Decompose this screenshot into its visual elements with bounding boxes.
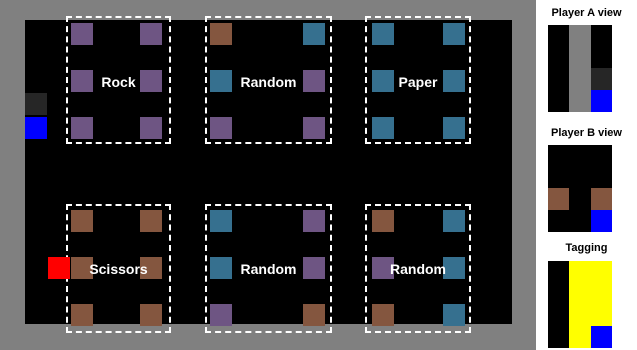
- player-a-orientation-cell: [25, 93, 47, 115]
- resource-purple: [140, 70, 162, 92]
- resource-purple: [210, 117, 232, 139]
- resource-teal: [210, 210, 232, 232]
- player-a-view: [548, 25, 612, 112]
- view-resource-brown: [591, 188, 612, 210]
- resource-brown: [303, 304, 325, 326]
- game-arena: Rock Random Paper Scissors Random Random: [0, 0, 536, 350]
- tag-beam-upper: [569, 261, 612, 283]
- resource-teal: [303, 23, 325, 45]
- player-b-avatar: [48, 257, 70, 279]
- view-dark-cell: [591, 68, 612, 90]
- view-wall-column: [569, 25, 591, 112]
- resource-teal: [210, 70, 232, 92]
- resource-brown: [372, 210, 394, 232]
- resource-teal: [443, 70, 465, 92]
- resource-teal: [443, 117, 465, 139]
- view-self-agent: [591, 326, 612, 348]
- resource-purple: [71, 23, 93, 45]
- resource-teal: [443, 210, 465, 232]
- resource-teal: [372, 70, 394, 92]
- resource-purple: [140, 117, 162, 139]
- resource-brown: [140, 210, 162, 232]
- view-self-agent: [591, 210, 612, 232]
- resource-purple: [303, 70, 325, 92]
- resource-teal: [210, 257, 232, 279]
- resource-brown: [71, 304, 93, 326]
- resource-brown: [210, 23, 232, 45]
- view-resource-brown: [548, 188, 569, 210]
- player-a-avatar: [25, 117, 47, 139]
- tagging-view-title: Tagging: [536, 242, 637, 254]
- resource-purple: [140, 23, 162, 45]
- player-b-view-title: Player B view: [536, 127, 637, 139]
- resource-purple: [71, 117, 93, 139]
- resource-purple: [303, 257, 325, 279]
- tagging-view: [548, 261, 612, 348]
- resource-brown: [71, 210, 93, 232]
- resource-teal: [443, 304, 465, 326]
- resource-purple: [372, 257, 394, 279]
- resource-brown: [140, 304, 162, 326]
- resource-brown: [140, 257, 162, 279]
- resource-teal: [372, 23, 394, 45]
- resource-brown: [71, 257, 93, 279]
- player-a-view-title: Player A view: [536, 7, 637, 19]
- view-self-agent: [591, 90, 612, 112]
- resource-teal: [443, 23, 465, 45]
- resource-purple: [303, 117, 325, 139]
- resource-teal: [372, 117, 394, 139]
- resource-teal: [443, 257, 465, 279]
- resource-purple: [71, 70, 93, 92]
- resource-purple: [210, 304, 232, 326]
- resource-purple: [303, 210, 325, 232]
- resource-brown: [372, 304, 394, 326]
- player-b-view: [548, 145, 612, 232]
